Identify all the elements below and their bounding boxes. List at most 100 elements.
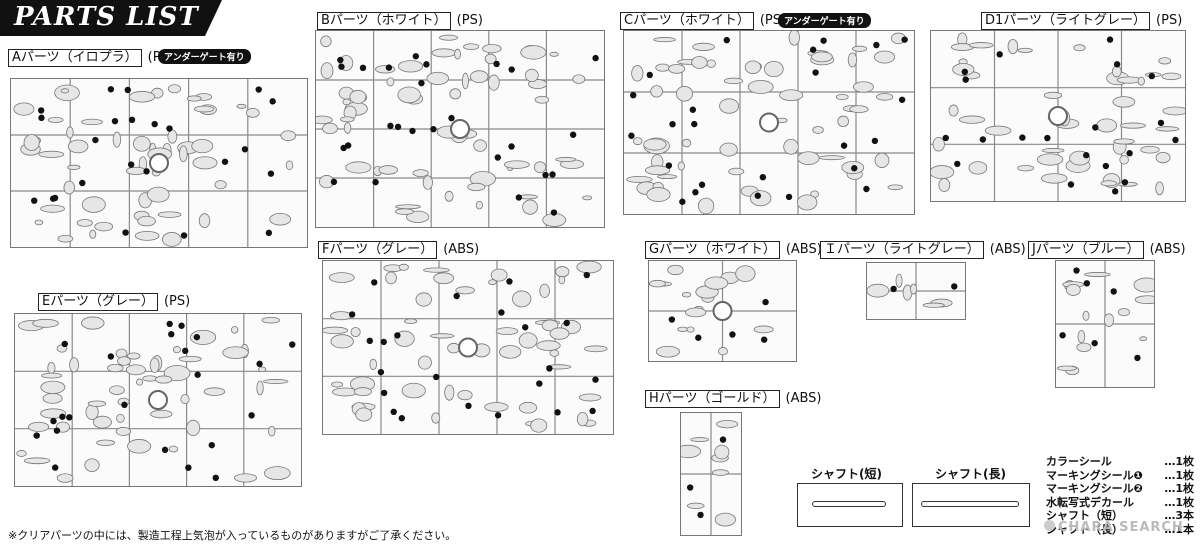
part-number-marker <box>630 91 637 99</box>
part-shape <box>41 372 63 379</box>
part-shape <box>788 31 800 46</box>
part-shape <box>330 334 354 349</box>
part-number-marker <box>890 285 897 293</box>
runner-f-name: Fパーツ（グレー） <box>318 241 438 259</box>
part-shape <box>1139 336 1148 342</box>
runner-i-label: Ｉパーツ（ライトグレー）(ABS) <box>820 241 1026 259</box>
part-number-marker <box>979 136 987 143</box>
part-shape <box>179 145 188 163</box>
part-shape <box>134 230 160 241</box>
part-number-marker <box>1083 280 1090 287</box>
part-shape <box>447 342 461 354</box>
part-number-marker <box>494 412 502 419</box>
part-shape <box>969 42 994 49</box>
part-shape <box>518 401 538 414</box>
part-number-marker <box>193 333 201 341</box>
runner-e-diagram <box>14 313 302 487</box>
part-number-marker <box>863 185 870 193</box>
part-shape <box>849 105 869 114</box>
watermark: CHARA SEARCH <box>1044 520 1184 535</box>
part-shape <box>117 356 131 366</box>
part-shape <box>499 345 522 359</box>
part-shape <box>42 392 63 404</box>
part-shape <box>719 98 740 114</box>
part-shape <box>549 51 559 57</box>
part-shape <box>578 393 602 402</box>
part-shape <box>490 268 508 282</box>
part-shape <box>1119 155 1129 165</box>
part-shape <box>503 160 530 169</box>
part-number-marker <box>1134 354 1141 362</box>
part-shape <box>137 215 156 227</box>
part-shape <box>714 444 730 460</box>
part-number-marker <box>569 131 577 138</box>
part-shape <box>643 138 667 151</box>
part-shape <box>1041 148 1065 154</box>
part-shape <box>162 232 182 247</box>
part-shape <box>753 325 774 334</box>
part-number-marker <box>289 341 296 348</box>
part-shape <box>1017 164 1035 172</box>
part-shape <box>180 394 190 405</box>
runner-frame-drawing <box>624 31 914 214</box>
accessory-row: シャフト（長）…1本 <box>1046 522 1194 536</box>
part-number-marker <box>107 353 115 360</box>
part-shape <box>691 56 708 69</box>
part-number-marker <box>646 71 653 79</box>
part-number-marker <box>59 413 66 420</box>
part-number-marker <box>669 120 676 128</box>
part-number-marker <box>729 331 736 338</box>
part-number-marker <box>185 464 192 471</box>
part-number-marker <box>337 56 344 64</box>
part-shape <box>128 91 156 103</box>
part-shape <box>449 88 462 100</box>
part-number-marker <box>161 446 169 454</box>
part-shape <box>331 381 344 388</box>
runner-h-diagram <box>680 412 742 536</box>
part-number-marker <box>820 37 827 44</box>
part-shape <box>1155 126 1180 132</box>
part-shape <box>395 204 421 210</box>
part-shape <box>404 318 418 325</box>
runner-frame-drawing <box>681 413 741 535</box>
part-number-marker <box>1102 162 1110 170</box>
part-number-marker <box>901 36 908 43</box>
part-shape <box>1140 145 1160 154</box>
part-shape <box>749 190 772 207</box>
part-shape <box>417 355 432 370</box>
part-shape <box>81 316 105 330</box>
part-number-marker <box>679 198 686 205</box>
part-shape <box>328 272 355 283</box>
part-shape <box>1116 76 1142 84</box>
part-number-marker <box>1073 267 1080 274</box>
part-shape <box>378 165 398 175</box>
part-number-marker <box>92 136 99 144</box>
part-number-marker <box>221 158 229 165</box>
part-number-marker <box>38 114 45 122</box>
runner-frame-drawing <box>649 261 796 361</box>
gate-ring <box>1048 106 1068 126</box>
part-shape <box>345 161 372 174</box>
part-shape <box>958 115 986 124</box>
part-shape <box>874 152 890 168</box>
part-shape <box>454 48 462 60</box>
part-number-marker <box>508 143 515 150</box>
part-shape <box>133 136 151 152</box>
part-shape <box>818 155 845 161</box>
part-number-marker <box>1106 36 1114 43</box>
part-shape <box>1161 72 1182 81</box>
part-number-marker <box>208 441 215 449</box>
part-shape <box>1100 180 1118 187</box>
part-shape <box>1137 76 1145 86</box>
part-shape <box>685 307 707 318</box>
part-shape <box>13 102 35 116</box>
part-shape <box>931 165 955 180</box>
part-shape <box>631 65 644 82</box>
runner-b-name: Bパーツ（ホワイト） <box>317 12 451 30</box>
part-shape <box>895 273 903 288</box>
shaft-long-label: シャフト(長) <box>935 467 1006 481</box>
part-shape <box>723 77 744 85</box>
part-number-marker <box>122 229 129 236</box>
part-shape <box>716 420 739 429</box>
part-shape <box>125 166 147 175</box>
